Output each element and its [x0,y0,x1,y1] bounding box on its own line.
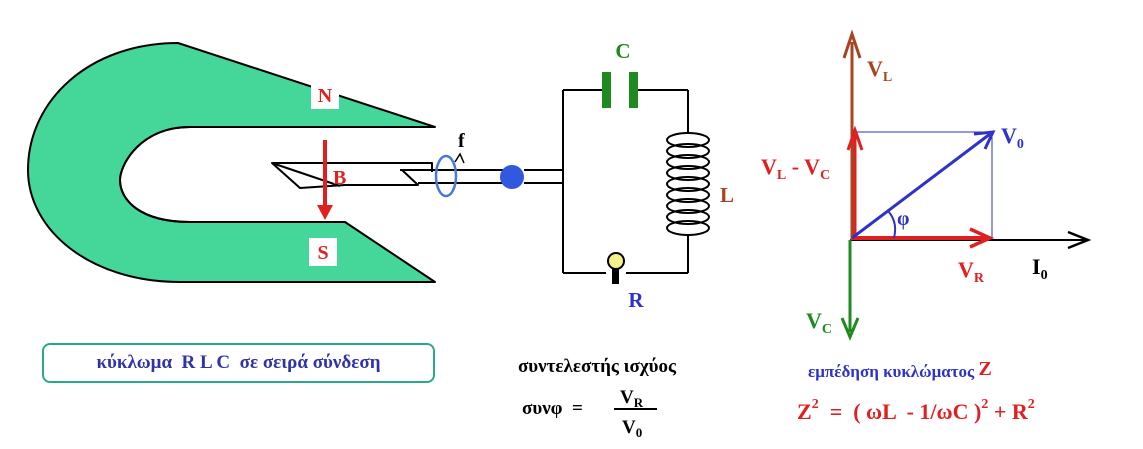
svg-text:Z2 = ( ωL - 1/ωC )2 + R2: Z2 = ( ωL - 1/ωC )2 + R2 [797,397,1035,424]
svg-text:VL - VC: VL - VC [761,154,830,183]
impedance-exp2: 2 [981,397,988,412]
phase-angle-arc [887,210,897,239]
svg-text:V0: V0 [622,417,642,440]
impedance-plus: + R [988,399,1029,424]
inductor-label: L [720,183,734,207]
capacitor-label: C [615,39,630,63]
i0-label: I [1032,254,1041,279]
rotating-loop [271,162,512,189]
vc-label: V [806,308,822,333]
power-factor-denominator-sub: 0 [636,425,643,440]
inductor-coil-icon [666,132,710,236]
power-factor-numerator-sub: R [634,395,644,410]
field-label: B [333,167,346,189]
v0-label: V [1001,123,1017,148]
impedance-symbol: Z [978,358,991,380]
svg-text:VR: VR [620,387,644,410]
horseshoe-magnet: N S [27,42,436,283]
impedance-z: Z [797,399,812,424]
impedance-formula: εμπέδηση κυκλώματος Z Z2 = ( ωL - 1/ωC )… [797,358,1035,424]
vdiff-label-sub2: C [820,168,830,183]
vr-label: V [958,257,974,282]
power-factor-title: συντελεστής ισχύος [518,356,677,377]
magnet-inner-edge [118,126,191,223]
circuit-caption: κύκλωμα R L C σε σειρά σύνδεση [42,343,435,383]
vdiff-label-mid: - V [786,154,820,179]
i0-label-sub: 0 [1041,268,1048,283]
resistor-label: R [628,288,644,312]
v0-vector [851,132,991,240]
v0-label-sub: 0 [1017,137,1024,152]
slip-ring-contact [500,165,524,189]
south-pole-label: S [317,242,328,264]
power-factor-formula: συντελεστής ισχύος συνφ = VR V0 [518,356,677,440]
svg-text:VC: VC [806,308,832,337]
vdiff-label: V [761,154,777,179]
frequency-label: f [458,130,465,152]
north-pole-label: N [318,85,333,107]
svg-text:I0: I0 [1032,254,1048,283]
capacitor-icon: C [602,39,638,108]
impedance-exp3: 2 [1028,397,1035,412]
south-pole-box [309,238,337,266]
north-pole-box [311,81,339,109]
vdiff-label-sub1: L [777,168,786,183]
vc-label-sub: C [822,322,832,337]
svg-text:εμπέδηση κυκλώματος Z: εμπέδηση κυκλώματος Z [808,358,992,381]
impedance-mid: = ( ωL - 1/ωC ) [819,399,982,424]
vr-label-sub: R [974,271,985,286]
resistor-lamp-icon [607,252,625,284]
power-factor-numerator: V [620,387,634,408]
vl-label: V [867,56,883,81]
rotation-ring-icon: f [434,130,465,198]
power-factor-lhs: συνφ = [522,398,583,419]
phasor-diagram: φ VL VL - VC V0 VR I0 VC [761,29,1092,341]
vl-label-sub: L [883,70,892,85]
impedance-exp1: 2 [812,397,819,412]
phase-angle-label: φ [897,208,909,230]
magnetic-field-arrow: B [317,140,346,220]
rlc-circuit [524,89,689,274]
impedance-title: εμπέδηση κυκλώματος [808,362,975,381]
svg-text:V0: V0 [1001,123,1024,152]
power-factor-denominator: V [622,417,636,438]
svg-text:VR: VR [958,257,985,286]
svg-text:VL: VL [867,56,892,85]
